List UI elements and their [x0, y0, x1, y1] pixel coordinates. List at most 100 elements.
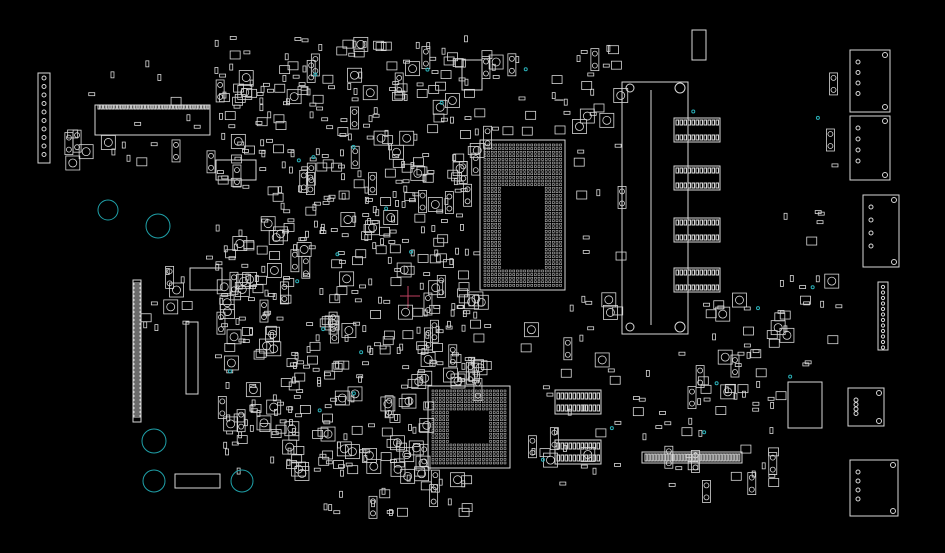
- ball: [487, 222, 490, 226]
- capacitor: [590, 48, 600, 72]
- pin: [683, 269, 687, 276]
- chip: [595, 428, 607, 438]
- chip: [379, 345, 391, 355]
- ball: [530, 284, 534, 287]
- passive: [401, 238, 409, 243]
- capacitor-outline: [528, 435, 537, 459]
- chip: [464, 88, 475, 98]
- ball: [494, 269, 498, 273]
- pad: [438, 289, 445, 296]
- pin: [683, 219, 687, 226]
- inductor-outline: [334, 390, 350, 406]
- test-point: [384, 206, 389, 211]
- chip: [379, 489, 391, 499]
- ball: [490, 248, 494, 251]
- ball: [446, 461, 449, 465]
- pad: [464, 198, 471, 205]
- inductor-outline: [824, 273, 840, 289]
- ball: [555, 194, 559, 197]
- ball: [471, 454, 474, 458]
- passive: [580, 50, 588, 54]
- pin: [100, 104, 103, 110]
- ball: [446, 454, 449, 458]
- ball: [478, 461, 482, 465]
- test-point: [691, 109, 696, 114]
- ball: [544, 226, 548, 230]
- passive: [340, 149, 344, 157]
- inductor-core: [270, 266, 279, 275]
- capacitor: [350, 106, 359, 130]
- pad: [827, 143, 834, 149]
- passive: [473, 311, 478, 319]
- passive: [835, 304, 843, 309]
- passive: [380, 238, 384, 246]
- passive: [461, 362, 466, 370]
- capacitor-outline: [768, 452, 778, 475]
- pin: [880, 312, 886, 317]
- ball: [548, 222, 552, 226]
- ball: [555, 154, 559, 158]
- ball: [519, 150, 523, 154]
- pin: [691, 284, 695, 291]
- ball: [494, 273, 498, 276]
- ball: [467, 393, 471, 396]
- pin: [674, 453, 678, 462]
- pin: [699, 119, 703, 126]
- chip: [454, 58, 466, 68]
- pin: [855, 70, 861, 75]
- ball: [552, 280, 555, 284]
- ball: [490, 215, 494, 219]
- passive: [317, 379, 322, 387]
- passive: [592, 467, 597, 475]
- capacitor-outline: [350, 145, 360, 169]
- ball: [559, 165, 562, 168]
- ball: [503, 440, 507, 443]
- passive: [546, 392, 554, 397]
- passive: [297, 360, 304, 365]
- ball: [548, 226, 552, 230]
- ball: [530, 172, 534, 176]
- passive: [412, 426, 417, 434]
- passive: [157, 74, 162, 81]
- ball: [512, 276, 516, 280]
- ball: [494, 168, 498, 172]
- pad: [261, 302, 267, 308]
- pad: [748, 474, 755, 481]
- ball: [446, 436, 449, 440]
- pad: [234, 167, 240, 173]
- pad: [386, 397, 393, 404]
- passive: [396, 347, 401, 354]
- passive: [88, 92, 96, 97]
- ball: [552, 255, 555, 258]
- test-point: [425, 67, 430, 72]
- ball: [489, 425, 492, 429]
- passive: [645, 370, 650, 377]
- pin: [715, 134, 719, 141]
- ball: [490, 204, 494, 208]
- passive: [441, 117, 448, 122]
- ball: [555, 284, 559, 287]
- chip: [800, 295, 811, 305]
- ball: [442, 425, 446, 429]
- inductor-core: [285, 442, 295, 452]
- passive: [286, 458, 291, 466]
- ball: [501, 165, 505, 168]
- passive: [261, 150, 266, 158]
- passive: [518, 96, 526, 101]
- ball: [503, 404, 507, 407]
- ball: [544, 190, 548, 194]
- passive: [286, 406, 294, 411]
- inductor-outline: [245, 382, 261, 398]
- ball: [500, 389, 503, 393]
- ball: [449, 407, 453, 411]
- ball: [483, 284, 487, 287]
- passive: [737, 351, 745, 356]
- ball: [537, 143, 541, 147]
- passive: [299, 237, 307, 241]
- pin: [713, 453, 717, 462]
- ball: [498, 154, 501, 158]
- hole: [891, 197, 897, 203]
- chip: [612, 306, 624, 316]
- ball: [555, 186, 559, 190]
- ball: [544, 147, 548, 150]
